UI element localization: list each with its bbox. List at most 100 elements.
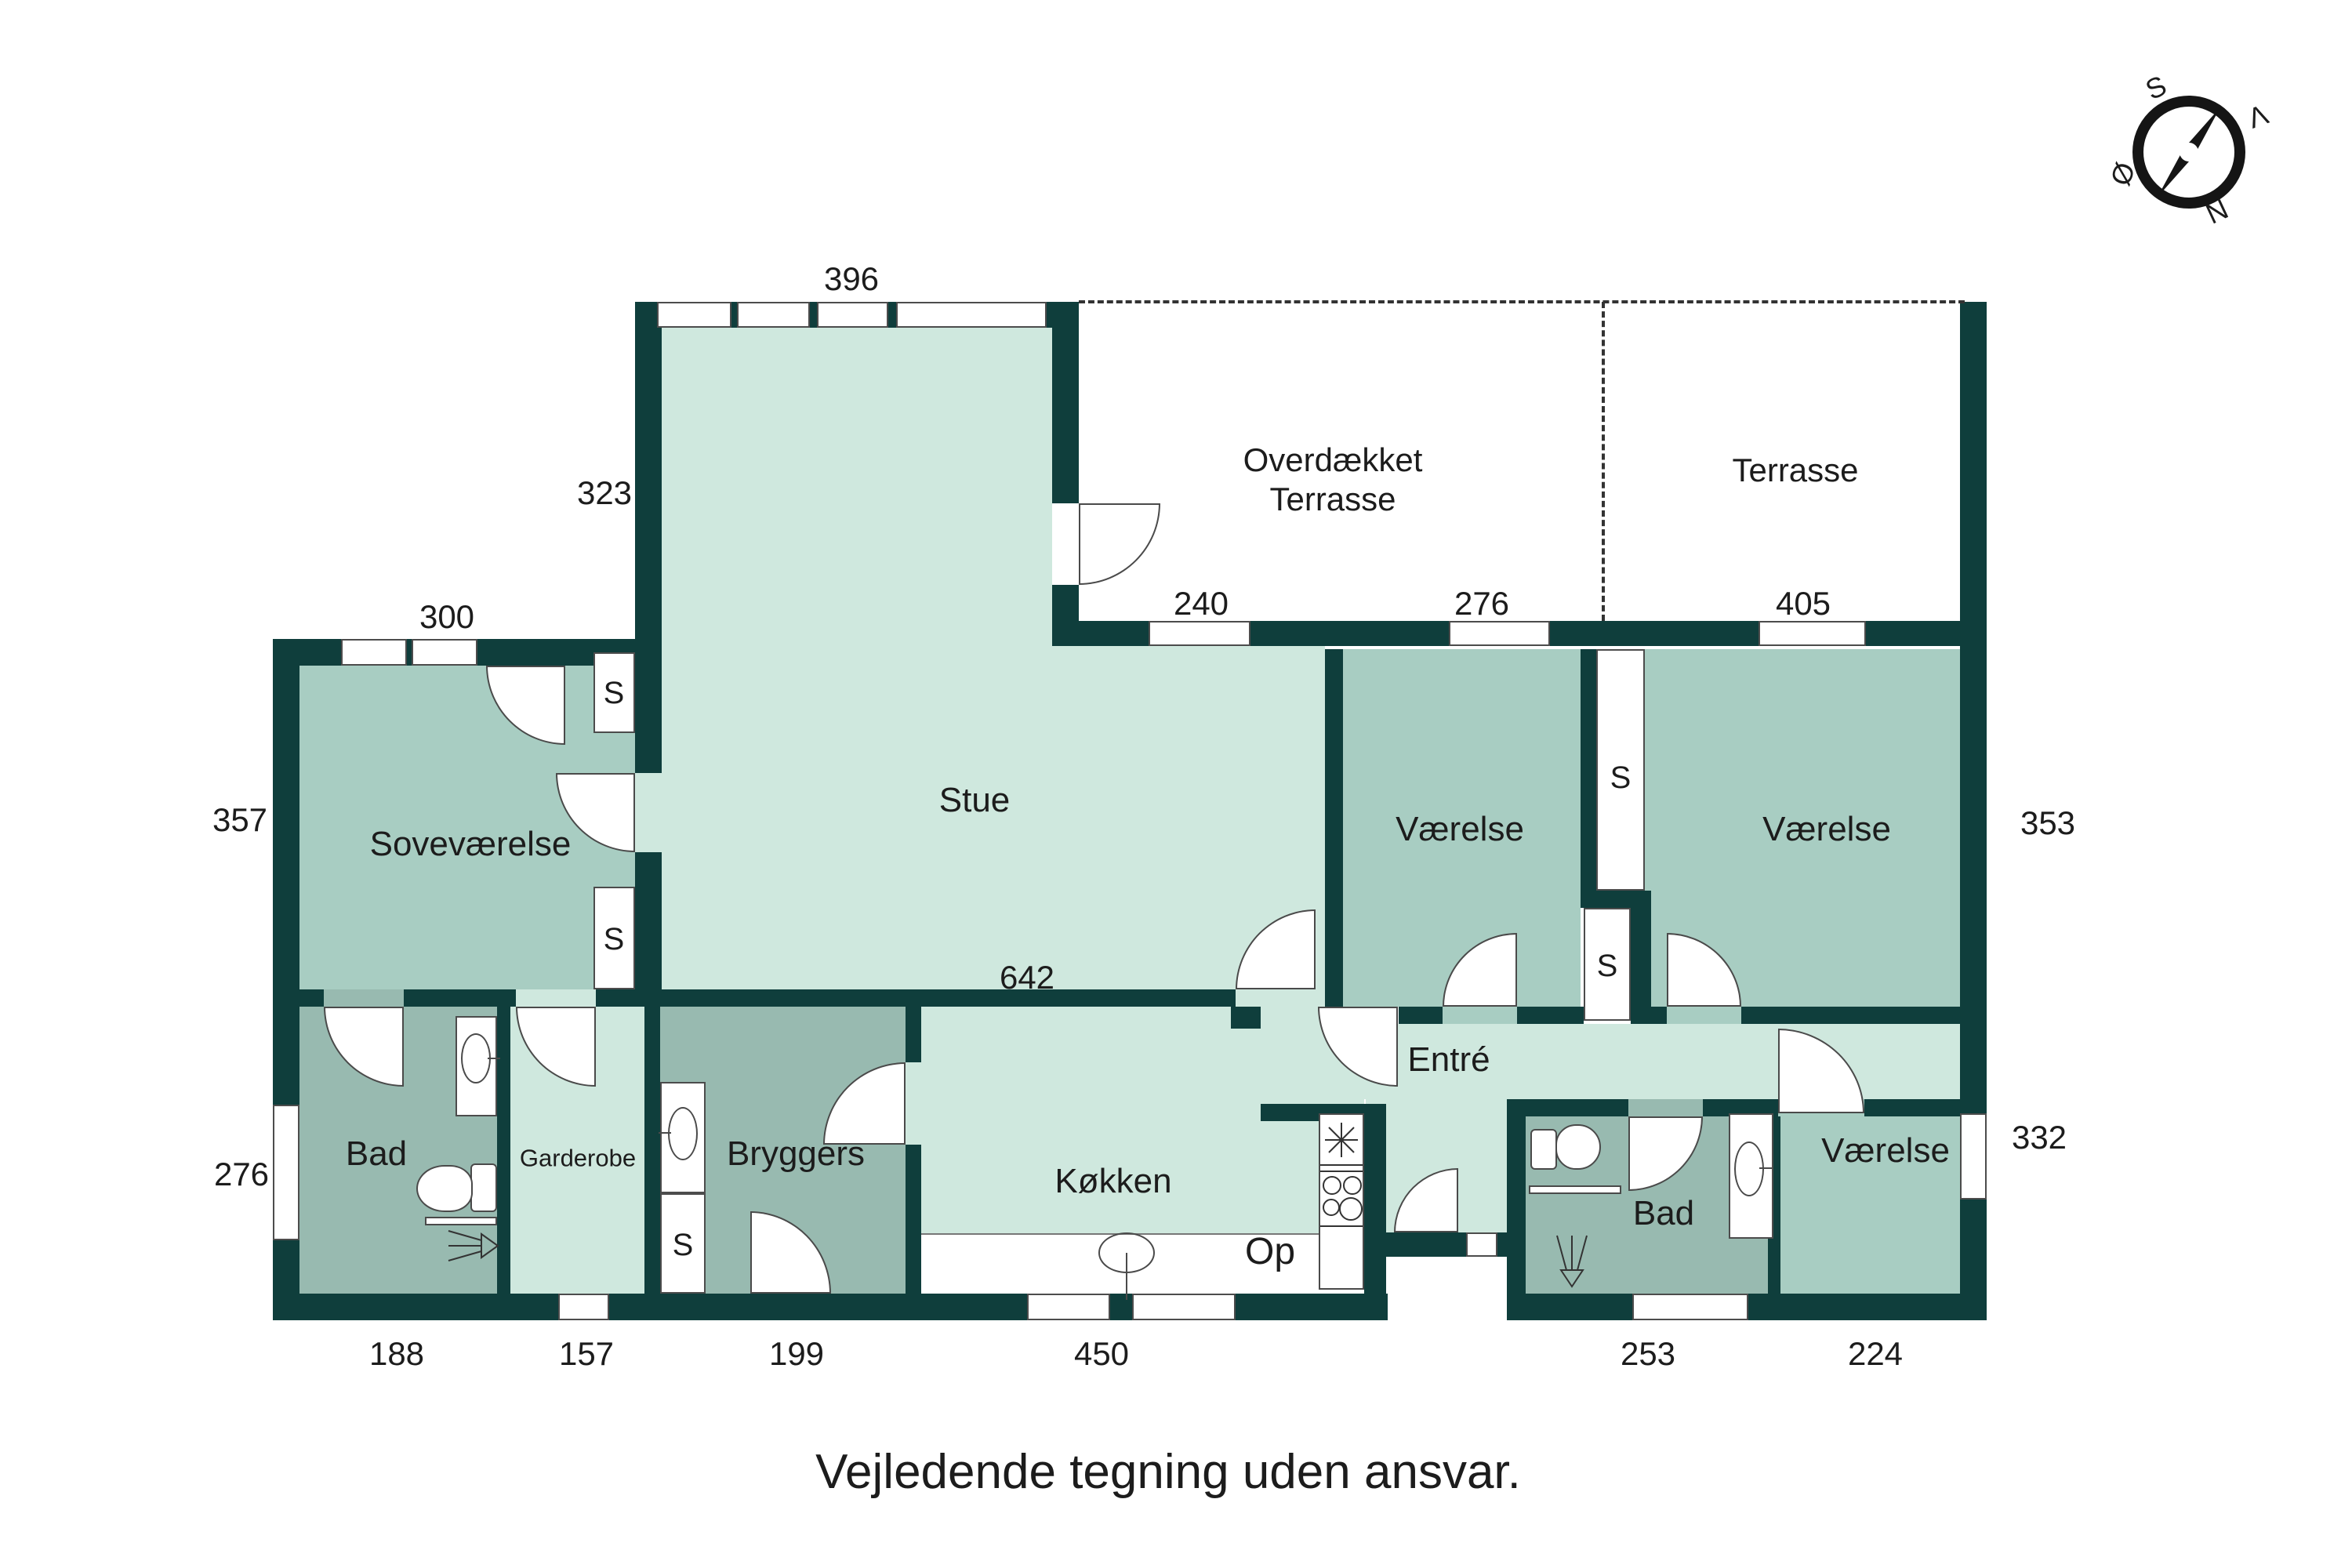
door-gap-sove-stue xyxy=(635,773,662,852)
window-garderobe xyxy=(558,1294,609,1320)
stove-icon xyxy=(1319,1113,1364,1290)
compass-hub-icon xyxy=(2180,143,2198,162)
label-bryggers: Bryggers xyxy=(726,1134,866,1173)
window-bad-left xyxy=(273,1105,299,1240)
dim-stue-left: 323 xyxy=(576,474,633,511)
wall-closet2-right xyxy=(1631,908,1651,1024)
wall-stue-left-a xyxy=(635,302,662,773)
wall-entre-top-d xyxy=(1741,1007,1987,1024)
label-closet-s-3: S xyxy=(672,1228,694,1262)
closet-sove-top xyxy=(593,652,635,733)
wall-entre-top-b xyxy=(1517,1007,1584,1024)
dim-terrace-mid: 276 xyxy=(1454,585,1510,622)
dim-vaerelse3-right: 332 xyxy=(2011,1119,2067,1156)
label-terrasse-covered-2: Terrasse xyxy=(1269,481,1396,517)
label-vaerelse-2: Værelse xyxy=(1762,810,1891,848)
toilet-bowl-bad-right-icon xyxy=(1555,1124,1601,1170)
door-gap-bad-left xyxy=(324,989,404,1007)
dim-stue-top: 396 xyxy=(823,260,880,297)
window-koekken-2 xyxy=(1132,1294,1236,1320)
shower-icon-bad-right xyxy=(1556,1235,1588,1288)
label-bad-right: Bad xyxy=(1632,1194,1695,1232)
dim-vaerelse-right: 353 xyxy=(2020,804,2076,841)
wall-bad-garderobe xyxy=(497,1007,510,1294)
label-vaerelse-1: Værelse xyxy=(1396,810,1524,848)
door-gap-vaerelse-1 xyxy=(1443,1007,1517,1024)
wall-entre-top-a xyxy=(1399,1007,1443,1024)
door-gap-vaerelse-2 xyxy=(1667,1007,1741,1024)
label-sovevaerelse: Soveværelse xyxy=(369,825,572,863)
label-garderobe: Garderobe xyxy=(519,1144,637,1172)
sink-tap-bad-left-icon xyxy=(488,1058,500,1059)
label-stue: Stue xyxy=(938,781,1011,819)
disclaimer-text: Vejledende tegning uden ansvar. xyxy=(815,1445,1521,1499)
closet-bryggers-sink xyxy=(660,1082,706,1193)
dim-bottom-vaerelse: 224 xyxy=(1847,1335,1904,1372)
wall-entre-top-c xyxy=(1651,1007,1667,1024)
wall-stue-vaerelse1 xyxy=(1325,649,1343,1007)
terrace-dashed-divider xyxy=(1602,302,1605,621)
label-terrasse-covered-1: Overdækket xyxy=(1243,441,1423,478)
wall-badright-top-a xyxy=(1519,1099,1628,1116)
window-koekken-1 xyxy=(1027,1294,1110,1320)
sink-basin-bad-right-icon xyxy=(1734,1142,1764,1196)
dim-bottom-bryggers: 199 xyxy=(768,1335,825,1372)
window-stue-2 xyxy=(737,302,810,328)
toilet-tank-bad-right-icon xyxy=(1530,1129,1557,1170)
sink-tap-bad-right-icon xyxy=(1759,1167,1772,1169)
label-closet-s-1: S xyxy=(603,676,625,710)
wall-garderobe-bryggers xyxy=(644,1007,660,1294)
wall-porch-bad xyxy=(1507,1099,1526,1320)
dim-stue-bottom: 642 xyxy=(999,959,1055,996)
window-front-sidelight xyxy=(1466,1232,1497,1257)
wall-right-outer-a xyxy=(1960,302,1987,1113)
label-closet-s-5: S xyxy=(1596,949,1618,983)
window-sove-1 xyxy=(341,639,407,666)
dim-terrace-left: 240 xyxy=(1173,585,1229,622)
closet-sove-bottom xyxy=(593,887,635,989)
window-stue-1 xyxy=(657,302,731,328)
door-arc-stue-terrasse xyxy=(1079,503,1160,585)
sink-tap-bryggers-icon xyxy=(659,1132,671,1134)
closet-bryggers xyxy=(660,1193,706,1294)
dim-sove-top: 300 xyxy=(419,598,475,635)
dim-terrace-right: 405 xyxy=(1775,585,1831,622)
window-bad-right xyxy=(1632,1294,1748,1320)
wall-stue-right-b xyxy=(1052,585,1079,646)
label-op: Op xyxy=(1244,1231,1296,1272)
toilet-tank-bad-left-icon xyxy=(470,1163,497,1212)
compass-w: V xyxy=(2243,98,2273,135)
step-tick-icon xyxy=(1126,1253,1127,1300)
room-vaerelse-1 xyxy=(1343,649,1581,1007)
label-entre: Entré xyxy=(1407,1040,1490,1079)
window-sove-2 xyxy=(412,639,477,666)
dim-bottom-koekken: 450 xyxy=(1073,1335,1130,1372)
label-terrasse: Terrasse xyxy=(1732,452,1859,488)
wall-vaerelse3-top xyxy=(1864,1099,1987,1116)
wall-bryggers-koekken-b xyxy=(906,1145,921,1294)
terrace-dashed-top xyxy=(1079,300,1965,303)
label-closet-s-4: S xyxy=(1610,760,1632,795)
dim-sove-left: 357 xyxy=(212,801,268,838)
wall-stue-left-b xyxy=(635,852,662,1007)
wall-stue-bottom xyxy=(596,989,1236,1007)
wall-sove-bottom-b xyxy=(404,989,516,1007)
sink-basin-bad-left-icon xyxy=(461,1033,491,1083)
window-terrace-stue xyxy=(1149,621,1250,646)
wall-stub-closet xyxy=(1581,891,1651,908)
wall-stub-stue-door xyxy=(1231,1007,1261,1029)
window-stue-3 xyxy=(817,302,888,328)
sink-basin-bryggers-icon xyxy=(668,1107,698,1160)
door-gap-garderobe xyxy=(516,989,596,1007)
room-vaerelse-3 xyxy=(1780,1116,1960,1294)
wall-stue-right-a xyxy=(1052,302,1079,503)
door-gap-bryggers-koekken xyxy=(906,1062,921,1145)
label-closet-s-2: S xyxy=(603,922,625,956)
towel-bar-bad-right-icon xyxy=(1529,1185,1621,1194)
toilet-bowl-bad-left-icon xyxy=(416,1165,473,1212)
wall-koekken-porch xyxy=(1364,1104,1386,1320)
wall-bryggers-koekken-a xyxy=(906,1007,921,1062)
window-vaerelse3 xyxy=(1960,1113,1987,1200)
label-bad-left: Bad xyxy=(345,1134,408,1173)
